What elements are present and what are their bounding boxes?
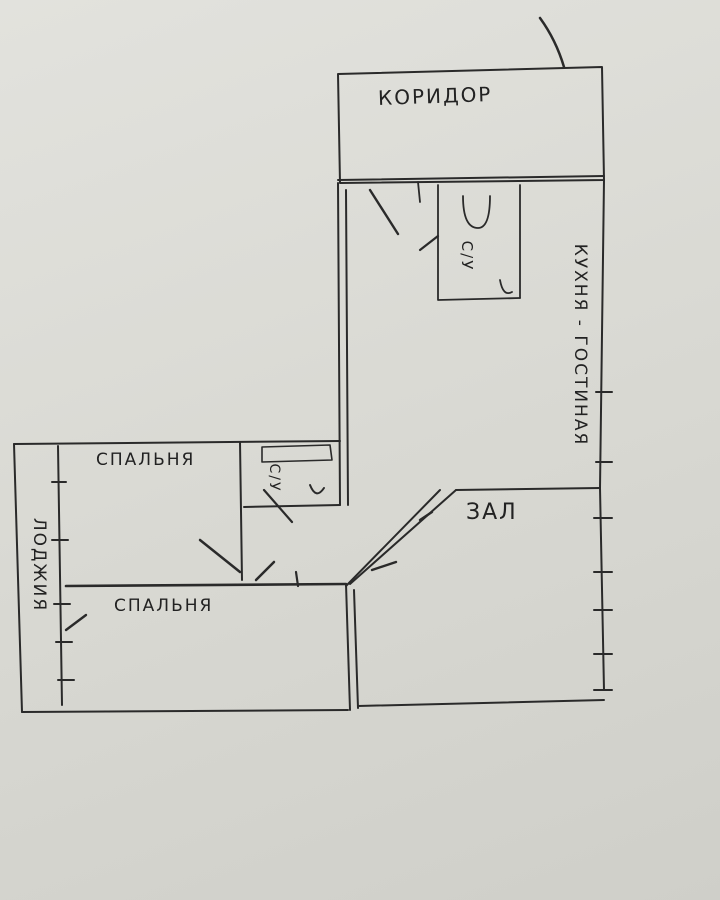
bedroom-1-walls xyxy=(13,440,348,713)
bedroom-2-label: СПАЛЬНЯ xyxy=(114,596,214,616)
bedroom-2-walls xyxy=(21,583,359,713)
bathroom-1-label: С/У xyxy=(458,240,476,272)
bathroom-1-fixtures xyxy=(368,181,521,301)
kitchen-living-label: КУХНЯ - ГОСТИНАЯ xyxy=(570,243,590,447)
bathroom-2-label: С/У xyxy=(266,463,282,493)
bedroom-1-label: СПАЛЬНЯ xyxy=(96,450,196,470)
hall-label: ЗАЛ xyxy=(466,500,518,525)
kitchen-living-walls xyxy=(337,179,605,691)
corridor-label: КОРИДОР xyxy=(377,82,493,110)
window-marks xyxy=(51,391,613,691)
hall-walls xyxy=(345,487,605,707)
loggia-label: ЛОДЖИЯ xyxy=(29,517,49,613)
